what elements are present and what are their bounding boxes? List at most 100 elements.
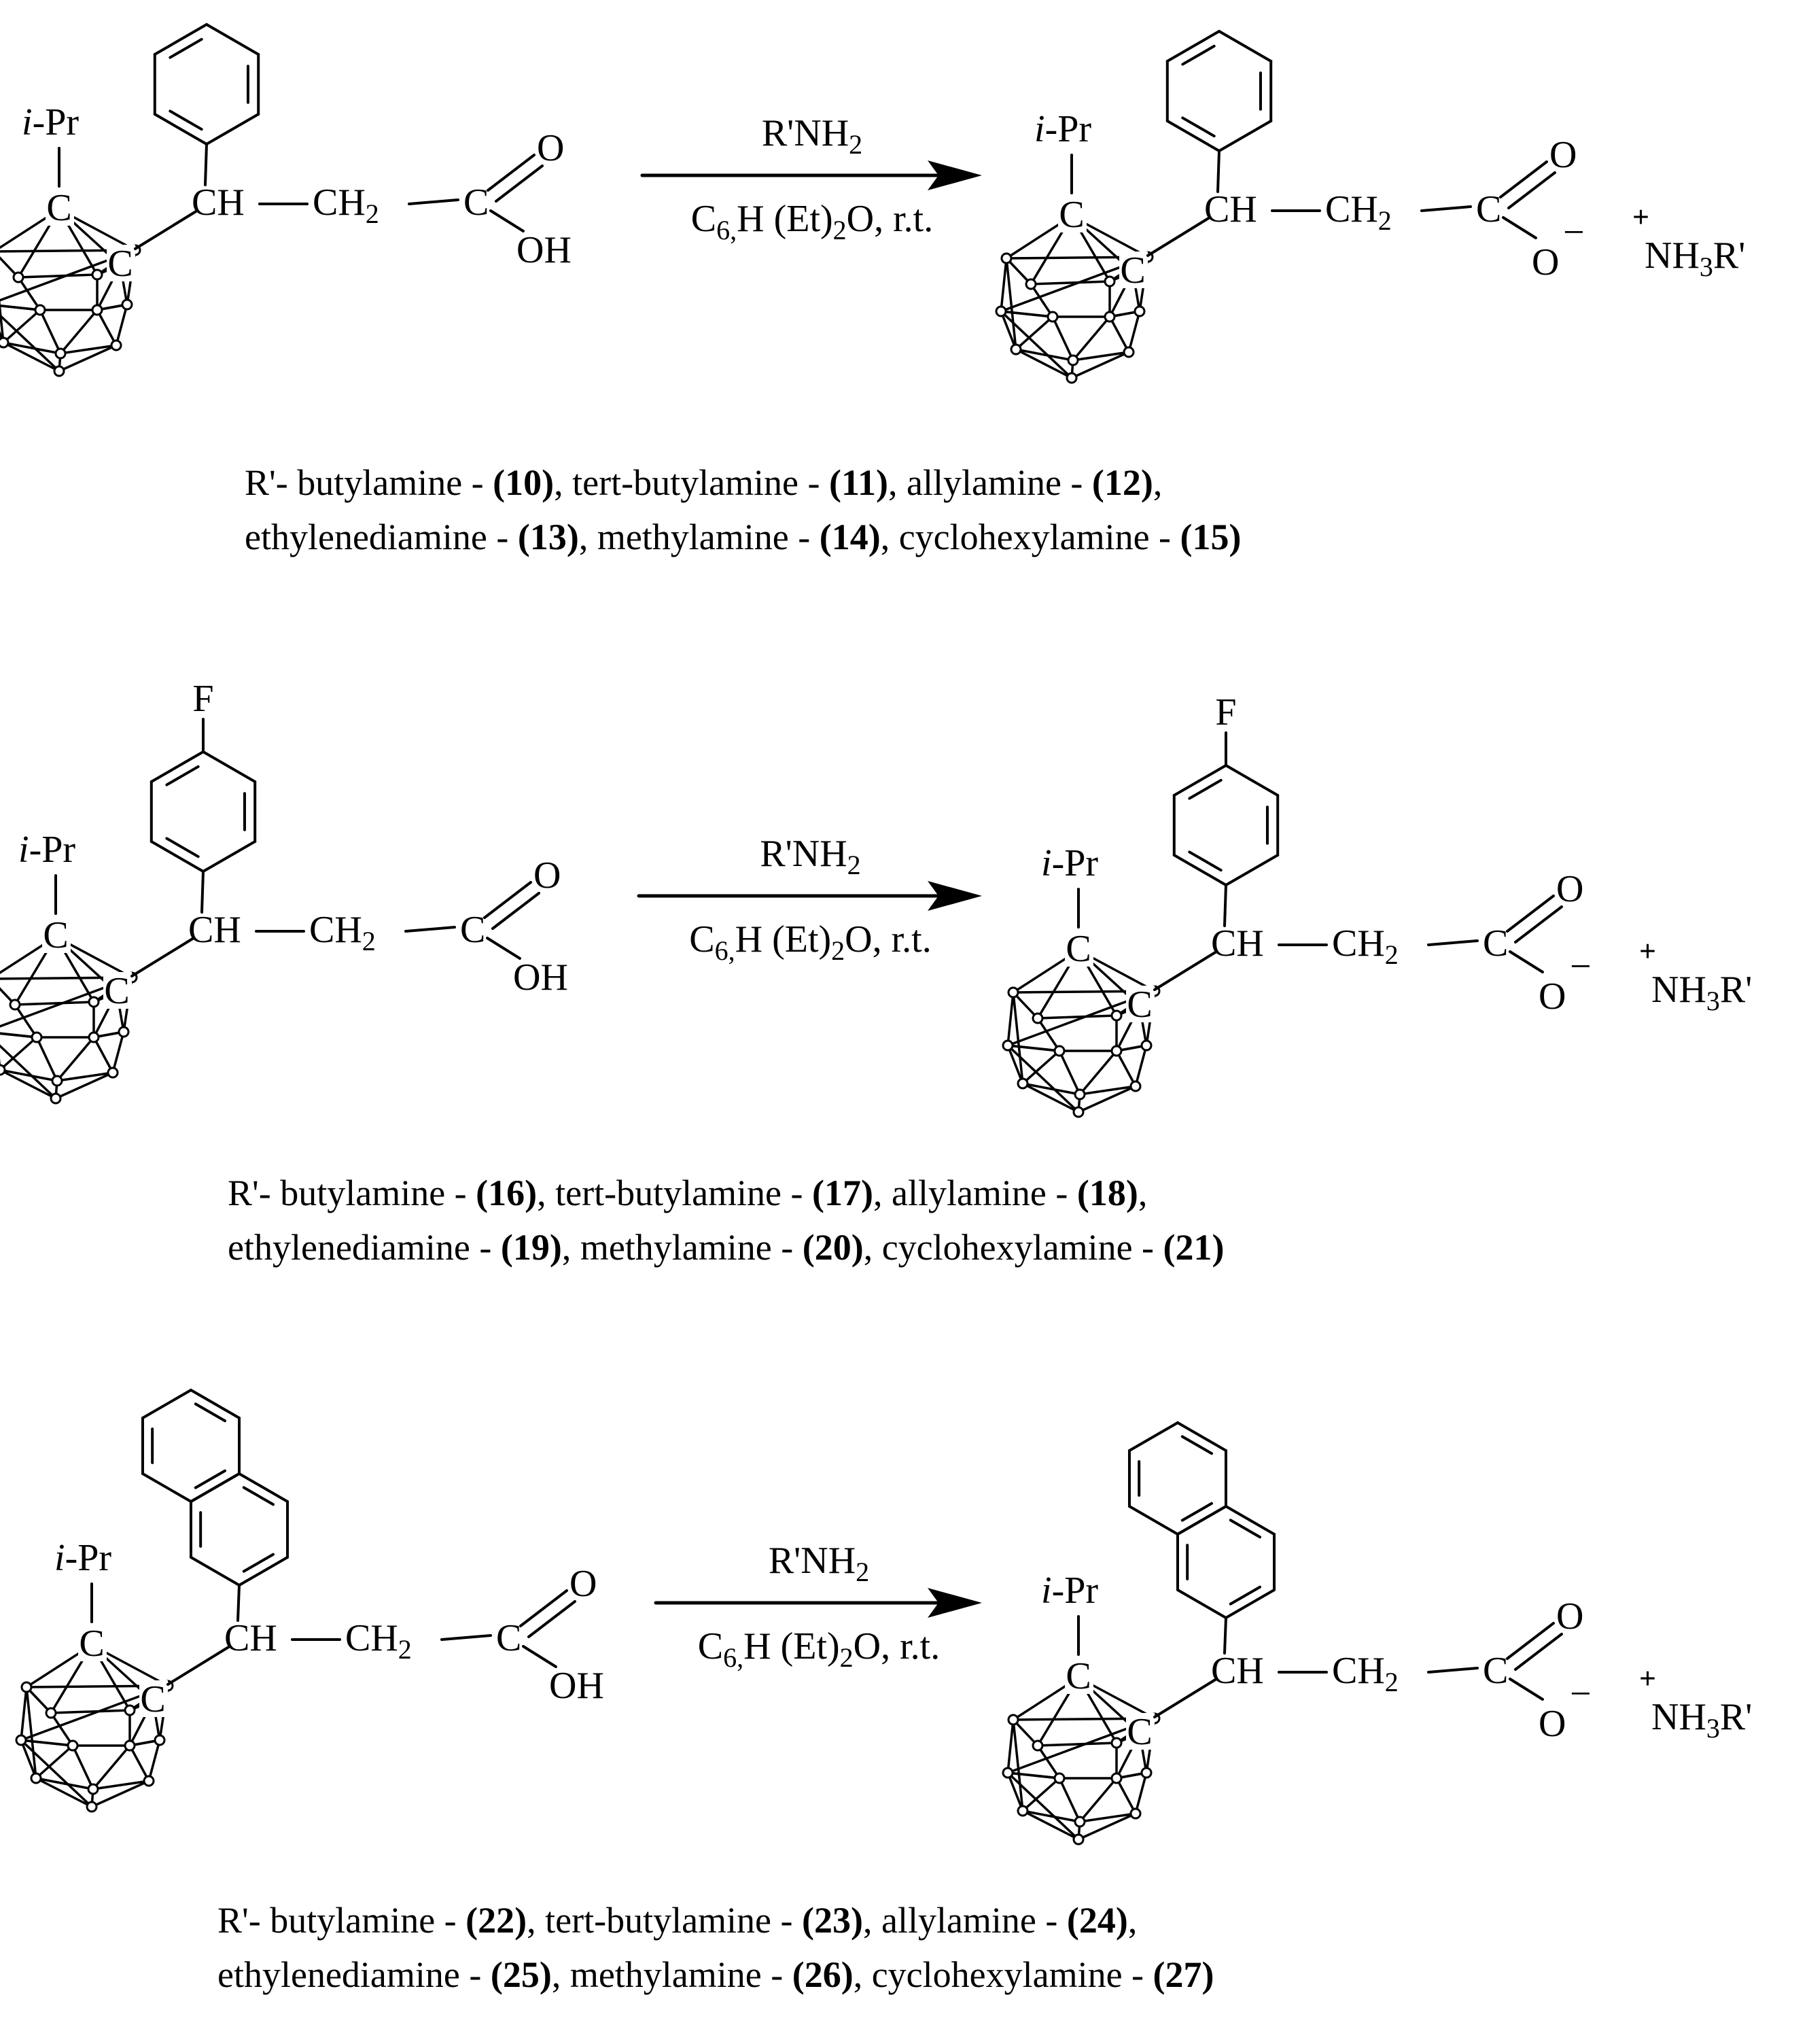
ring-double-bond bbox=[1229, 1585, 1261, 1606]
subscript: 2 bbox=[398, 1634, 412, 1665]
label-part: O bbox=[1539, 975, 1566, 1018]
ring-bond bbox=[1218, 30, 1273, 63]
label-part: O bbox=[1539, 1703, 1566, 1745]
label-part: O, r.t. bbox=[854, 1625, 941, 1667]
label-part: R' bbox=[1713, 235, 1745, 277]
cage-edge bbox=[25, 1686, 52, 1714]
cage-vertex bbox=[1110, 1737, 1123, 1749]
cage-vertex bbox=[50, 1092, 62, 1105]
cage-vertex bbox=[34, 304, 46, 316]
cage-edge bbox=[14, 1001, 95, 1006]
cage-vertex bbox=[1000, 252, 1013, 264]
caption-text: , tert-butylamine - bbox=[527, 1900, 803, 1941]
cage-vertex bbox=[31, 1031, 43, 1043]
cage-edge bbox=[1036, 1017, 1061, 1052]
conditions-label: C6,H (Et)2O, r.t. bbox=[691, 198, 933, 245]
cage-vertex bbox=[87, 1783, 99, 1795]
cage-vertex bbox=[20, 1681, 33, 1693]
label-part: OH bbox=[516, 229, 572, 271]
cage-vertex bbox=[995, 305, 1007, 317]
cage-edge bbox=[59, 309, 99, 355]
label-part: C bbox=[107, 243, 133, 285]
cage-edge bbox=[1021, 1777, 1061, 1812]
cage-edge bbox=[1000, 310, 1054, 318]
cage-vertex bbox=[45, 1707, 57, 1719]
cage-edge bbox=[0, 256, 20, 279]
ch2-label: CH2 bbox=[313, 181, 379, 229]
caption-text: , methylamine - bbox=[578, 517, 820, 557]
label-backdrop bbox=[42, 916, 71, 953]
label-backdrop bbox=[1058, 196, 1087, 232]
cage-edge bbox=[2, 341, 62, 355]
cage-edge bbox=[1015, 348, 1073, 379]
caption-text: , tert-butylamine - bbox=[537, 1173, 813, 1213]
cage-edge bbox=[1015, 315, 1054, 351]
label-part: CH bbox=[224, 1617, 277, 1659]
ch-label: CH bbox=[1204, 188, 1257, 230]
carbonyl-oxygen-label: O bbox=[1556, 1595, 1583, 1638]
ring-bond bbox=[1225, 1589, 1276, 1619]
cage-edge bbox=[1012, 991, 1024, 1085]
hydroxyl-label: OH bbox=[513, 956, 568, 999]
label-part: C bbox=[1476, 188, 1501, 230]
bond-line bbox=[522, 1645, 557, 1668]
label-part: F bbox=[192, 678, 213, 720]
cage-edge bbox=[56, 1071, 114, 1082]
cage-edge bbox=[1012, 991, 1039, 1020]
cage-vertex bbox=[1140, 1039, 1153, 1052]
label-part: H bbox=[743, 1625, 771, 1667]
cage-edge bbox=[56, 1036, 95, 1082]
label-part: C bbox=[1127, 1711, 1152, 1753]
ammonium-label: NH3R' bbox=[1651, 969, 1752, 1016]
bond-line bbox=[1153, 950, 1218, 991]
cage-edge bbox=[1015, 348, 1074, 362]
bond-line bbox=[404, 926, 456, 933]
cage-edge bbox=[50, 1712, 74, 1747]
cage-edge bbox=[90, 1780, 150, 1808]
cage-edge bbox=[1072, 315, 1111, 362]
cage-edge bbox=[1115, 1777, 1137, 1815]
cage-vertex bbox=[1010, 343, 1022, 356]
cage-vertex bbox=[1129, 1807, 1142, 1820]
subscript: 6, bbox=[715, 935, 735, 966]
ring-bond bbox=[1225, 1505, 1276, 1536]
ring-double-bond bbox=[1180, 1435, 1213, 1455]
cage-vertex bbox=[1110, 1045, 1123, 1057]
ring-bond bbox=[1172, 764, 1227, 797]
cage-edge bbox=[0, 298, 5, 344]
subscript: 2 bbox=[849, 129, 862, 160]
ring-bond bbox=[141, 1389, 192, 1419]
double-bond bbox=[1506, 895, 1555, 933]
carbonyl-oxygen-label: O bbox=[1556, 868, 1583, 910]
compound-number: (10) bbox=[493, 462, 555, 503]
label-part: -Pr bbox=[1052, 842, 1099, 884]
cage-edge bbox=[50, 1709, 131, 1714]
bond-line bbox=[134, 209, 198, 250]
caption-line: R'- butylamine - (10), tert-butylamine -… bbox=[245, 455, 1162, 510]
arrow-head bbox=[928, 1588, 982, 1618]
subscript: 3 bbox=[1706, 1713, 1720, 1744]
carboxyl-carbon-label: C bbox=[1483, 922, 1508, 965]
label-part: C bbox=[1059, 194, 1084, 236]
ring-bond bbox=[202, 840, 257, 873]
cage-edge bbox=[0, 305, 41, 311]
cage-edge bbox=[92, 1036, 114, 1074]
label-part: C bbox=[1066, 1655, 1091, 1697]
compound-number: (20) bbox=[802, 1227, 864, 1268]
label-part: i bbox=[1041, 842, 1052, 884]
superscript: + bbox=[1632, 201, 1649, 234]
bond-line bbox=[200, 870, 205, 914]
cage-vertex bbox=[51, 1075, 63, 1087]
bond-line bbox=[1509, 950, 1544, 973]
cage-edge bbox=[14, 1003, 38, 1039]
double-bond bbox=[1514, 1633, 1563, 1671]
compound-number: (23) bbox=[802, 1900, 863, 1941]
label-part: C bbox=[46, 187, 71, 229]
label-part: (Et) bbox=[771, 1625, 840, 1667]
cage-edge bbox=[20, 1739, 93, 1808]
cage-edge bbox=[71, 1744, 94, 1790]
caption-text: , bbox=[1138, 1173, 1148, 1213]
label-part: F bbox=[1215, 691, 1236, 733]
ring-double-bond bbox=[1229, 1519, 1261, 1539]
